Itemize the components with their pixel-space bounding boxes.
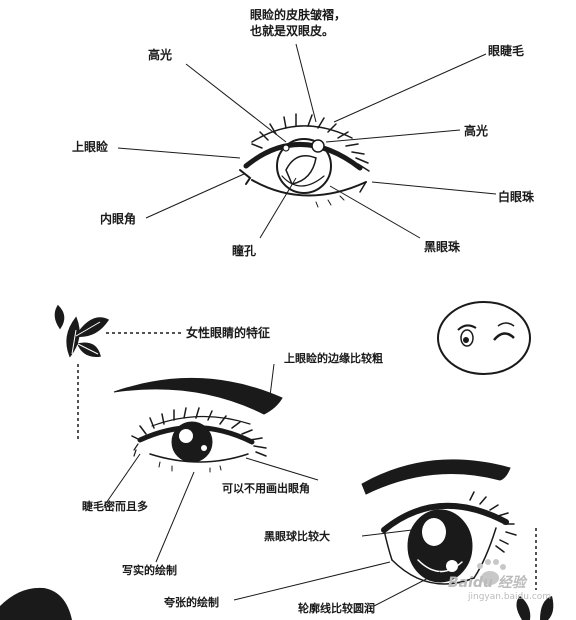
watermark-url: jingyan.baidu.com bbox=[468, 592, 552, 602]
label-inner-corner: 内眼角 bbox=[100, 212, 137, 226]
caption-line-2: 也就是双眼皮。 bbox=[250, 24, 335, 38]
female-section-title: 女性眼睛的特征 bbox=[186, 326, 271, 340]
realistic-female-eye bbox=[113, 377, 283, 473]
label-highlight-right: 高光 bbox=[464, 124, 489, 138]
female-leader-lines bbox=[103, 363, 441, 607]
leaf-ornament bbox=[54, 304, 110, 358]
anatomy-leader-lines bbox=[117, 43, 497, 239]
watermark-brand: Baidu 经验 bbox=[448, 575, 526, 591]
label-round-outline: 轮廓线比较圆润 bbox=[298, 602, 375, 615]
label-white-of-eye: 白眼珠 bbox=[498, 190, 535, 204]
label-dense-lashes: 睫毛密而且多 bbox=[82, 500, 148, 513]
anatomy-eye bbox=[239, 113, 370, 208]
baidu-paw-watermark bbox=[477, 559, 506, 585]
bottom-right-leaf bbox=[516, 596, 554, 620]
bottom-left-shape bbox=[0, 587, 72, 620]
label-pupil: 瞳孔 bbox=[232, 244, 257, 258]
label-realistic: 写实的绘制 bbox=[122, 564, 177, 577]
winking-face bbox=[437, 301, 531, 375]
dotted-guides bbox=[77, 332, 537, 590]
label-upper-eyelid: 上眼睑 bbox=[72, 140, 109, 154]
anime-female-eye bbox=[361, 459, 517, 585]
label-exaggerated: 夸张的绘制 bbox=[164, 596, 219, 609]
label-iris: 黑眼珠 bbox=[424, 240, 461, 254]
label-highlight-left: 高光 bbox=[148, 48, 173, 62]
label-eyelash: 眼睫毛 bbox=[488, 44, 525, 58]
caption-line-1: 眼睑的皮肤皱褶， bbox=[250, 8, 347, 22]
label-thick-lid-edge: 上眼睑的边缘比较粗 bbox=[284, 352, 383, 365]
label-no-inner-corner: 可以不用画出眼角 bbox=[222, 482, 310, 495]
label-large-iris: 黑眼球比较大 bbox=[264, 530, 330, 543]
